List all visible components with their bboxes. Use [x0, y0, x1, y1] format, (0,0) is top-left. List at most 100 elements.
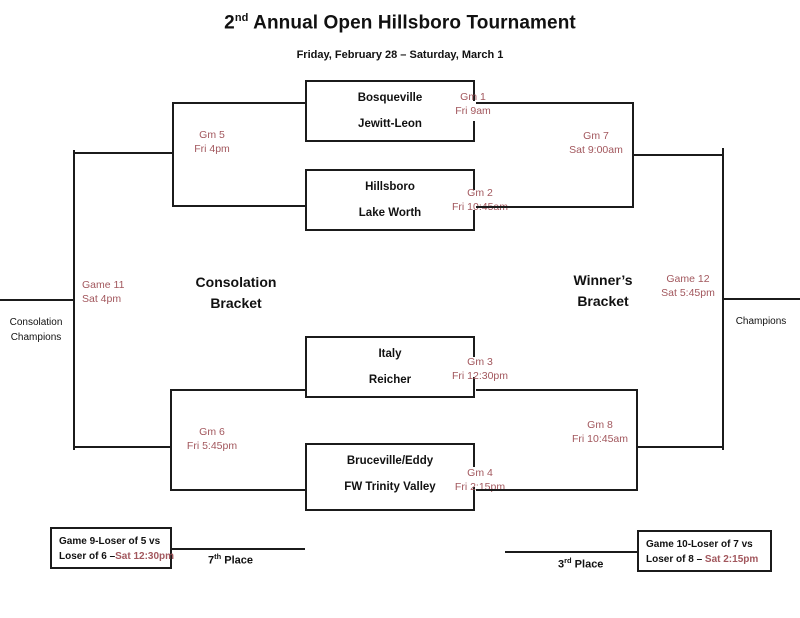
game-number: Gm 1	[460, 91, 486, 103]
winners-bracket-line1: Winner’s	[573, 272, 633, 288]
game-time: Fri 9am	[455, 105, 491, 117]
game9-line2: Loser of 6 –Sat 12:30pm	[59, 549, 174, 564]
consolation-bracket-line1: Consolation	[195, 274, 277, 290]
connector-gm5-out	[75, 152, 174, 154]
game-time: Fri 4pm	[194, 143, 230, 155]
connector-gm8-spine	[636, 389, 638, 491]
title-ordinal-suffix: nd	[234, 12, 249, 24]
connector-gm5-top	[172, 102, 306, 104]
game-number: Gm 6	[199, 426, 225, 438]
connector-gm6-top	[170, 389, 306, 391]
connector-gm5-spine	[172, 102, 174, 207]
box-border-bottom	[305, 396, 475, 398]
box-border-right-upper	[473, 80, 475, 101]
game-box-gm1: Bosqueville Jewitt-Leon	[305, 80, 475, 142]
game-number: Game 11	[82, 279, 125, 291]
third-place-rest: Place	[571, 558, 604, 571]
game-label-gm7: Gm 7 Sat 9:00am	[560, 129, 632, 157]
title-prefix: 2	[224, 12, 235, 34]
connector-3rd-place	[505, 551, 639, 553]
consolation-bracket-line2: Bracket	[210, 295, 262, 311]
box-border-right-lower	[473, 377, 475, 398]
game-time: Fri 10:45am	[571, 433, 629, 445]
game-number: Gm 3	[467, 356, 493, 368]
team-name: Lake Worth	[358, 207, 422, 219]
connector-gm6-bottom	[170, 489, 306, 491]
game-number: Gm 4	[467, 467, 493, 479]
team-name: Reicher	[368, 374, 412, 386]
game-box-gm2: Hillsboro Lake Worth	[305, 169, 475, 231]
seventh-place-ordinal: th	[214, 552, 222, 561]
game9-line1: Game 9-Loser of 5 vs	[59, 536, 161, 547]
box-border-right-upper	[473, 169, 475, 190]
game-time: Fri 2:15pm	[454, 481, 506, 493]
game10-line1: Game 10-Loser of 7 vs	[646, 539, 753, 550]
winners-bracket-heading: Winner’s Bracket	[548, 270, 658, 312]
game-time: Sat 5:45pm	[661, 287, 715, 299]
game-time: Sat 9:00am	[569, 144, 623, 156]
connector-gm6-spine	[170, 389, 172, 491]
box-border-bottom	[305, 509, 475, 511]
seventh-place-label: 7th Place	[208, 552, 253, 567]
connector-gm7-spine	[632, 102, 634, 208]
page-title: 2nd Annual Open Hillsboro Tournament	[0, 12, 800, 34]
game10-time: Sat 2:15pm	[704, 554, 759, 565]
game-number: Gm 7	[583, 130, 609, 142]
connector-gm7-top	[476, 102, 634, 104]
game10-line2-text: Loser of 8 –	[646, 554, 705, 565]
connector-gm12-out	[724, 298, 800, 300]
page-subtitle: Friday, February 28 – Saturday, March 1	[296, 49, 504, 61]
connector-gm12-spine	[722, 148, 724, 450]
box-border-left	[305, 443, 307, 511]
game-label-gm11: Game 11 Sat 4pm	[82, 278, 148, 306]
game-number: Game 12	[666, 273, 710, 285]
game-time: Fri 5:45pm	[186, 440, 238, 452]
game-box-gm3: Italy Reicher	[305, 336, 475, 398]
game-number: Gm 5	[199, 129, 225, 141]
connector-gm7-out	[634, 154, 724, 156]
team-name: Jewitt-Leon	[358, 118, 422, 130]
box-border-bottom	[305, 140, 475, 142]
game-time: Fri 12:30pm	[451, 370, 509, 382]
game-label-gm12: Game 12 Sat 5:45pm	[655, 272, 721, 300]
game10-line2: Loser of 8 – Sat 2:15pm	[646, 552, 763, 567]
seventh-place-rest: Place	[221, 554, 254, 567]
game9-line2-text: Loser of 6 –	[59, 551, 116, 562]
game-label-gm5: Gm 5 Fri 4pm	[176, 128, 248, 156]
title-rest: Annual Open Hillsboro Tournament	[248, 12, 576, 34]
game9-box: Game 9-Loser of 5 vs Loser of 6 –Sat 12:…	[50, 527, 174, 569]
box-border-right-lower	[473, 487, 475, 511]
game-label-gm6: Gm 6 Fri 5:45pm	[172, 425, 252, 453]
consolation-champions-line1: Consolation	[9, 317, 63, 328]
game-label-gm2: Gm 2 Fri 10:45am	[437, 186, 523, 214]
box-border-top	[305, 80, 475, 82]
connector-gm7-bottom	[476, 206, 634, 208]
game10-box: Game 10-Loser of 7 vs Loser of 8 – Sat 2…	[637, 530, 772, 572]
winners-bracket-line2: Bracket	[577, 293, 629, 309]
game-label-gm8: Gm 8 Fri 10:45am	[560, 418, 640, 446]
box-border-top	[305, 443, 475, 445]
box-border-right-upper	[473, 443, 475, 467]
third-place-label: 3rd Place	[558, 556, 603, 571]
consolation-champions-line2: Champions	[10, 332, 62, 343]
box-border-top	[305, 169, 475, 171]
champions-label: Champions	[728, 314, 794, 329]
game-number: Gm 2	[467, 187, 493, 199]
team-name: Italy	[378, 348, 402, 360]
connector-gm6-out	[75, 446, 172, 448]
team-name: FW Trinity Valley	[344, 481, 436, 493]
third-place-number: 3	[558, 558, 565, 571]
box-border-left	[305, 80, 307, 142]
box-border-left	[305, 169, 307, 231]
box-border-right-upper	[473, 336, 475, 357]
connector-gm11-out	[0, 299, 75, 301]
team-name: Bruceville/Eddy	[346, 455, 434, 467]
game-box-gm4: Bruceville/Eddy FW Trinity Valley	[305, 443, 475, 511]
connector-gm8-bottom	[476, 489, 638, 491]
consolation-bracket-heading: Consolation Bracket	[180, 272, 292, 314]
consolation-champions-label: Consolation Champions	[2, 315, 70, 345]
team-name: Hillsboro	[365, 181, 415, 193]
box-border-right-lower	[473, 121, 475, 142]
game-label-gm1: Gm 1 Fri 9am	[437, 90, 509, 118]
